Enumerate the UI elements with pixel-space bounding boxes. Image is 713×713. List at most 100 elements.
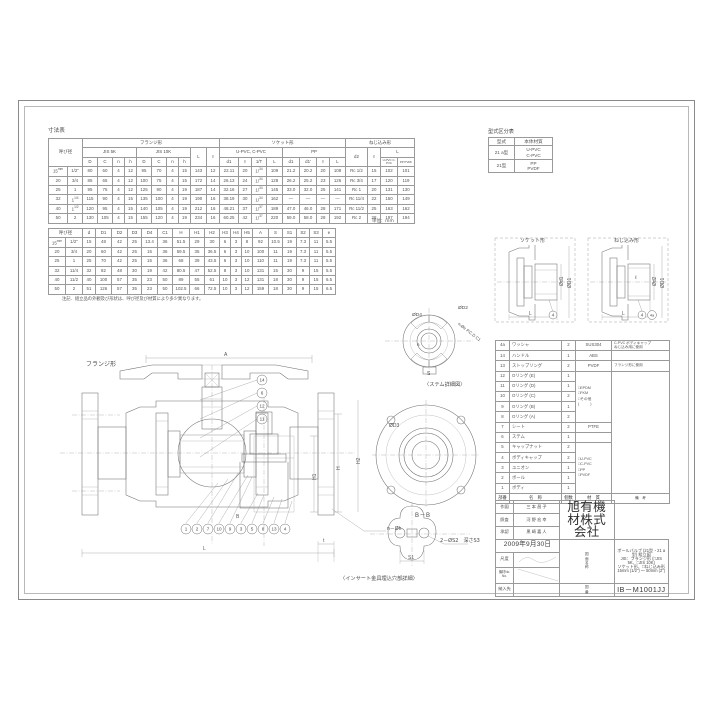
cell-D2: 42 <box>111 246 128 258</box>
th2-d: d <box>82 227 96 239</box>
cell-pd1: — <box>282 194 300 205</box>
th-5k-n: n <box>112 156 125 168</box>
cell-inch: 11/4 <box>65 265 83 276</box>
cell-d5k: 130 <box>82 213 98 224</box>
cell-n5k: 4 <box>112 203 125 215</box>
cell-mm: 20 <box>47 175 69 186</box>
th-L: L <box>190 147 207 168</box>
cell-S1: 19 <box>282 256 297 267</box>
cell-h5k: 15 <box>124 203 137 215</box>
cell-tL2: 119 <box>397 175 415 186</box>
cell-sd1: 48.21 <box>219 203 239 215</box>
cell-pd1: 26.2 <box>282 175 300 186</box>
cell-inch: 1/2" <box>65 237 83 248</box>
cell-D1: 60 <box>95 246 112 258</box>
bom-cell-qty: 2 <box>561 441 576 454</box>
cell-e: 5.5 <box>322 237 336 248</box>
cell-D1: 82 <box>95 265 112 276</box>
th2-A: A <box>252 227 269 239</box>
cell-sL: 128 <box>266 175 283 186</box>
cell-S2: 7.3 <box>296 256 310 267</box>
bom-cell-no: 10 <box>495 390 510 403</box>
cell-mm: 50 <box>48 284 66 295</box>
cell-type: 21 a型 <box>488 145 515 160</box>
bom-cell-no: 3 <box>495 462 510 474</box>
cell-sl: 24 <box>238 175 252 186</box>
n-hole-leader <box>331 508 386 532</box>
th2-S: S <box>268 227 283 239</box>
cell-H4: 3 <box>230 246 242 258</box>
bom-th-remark: 備 考 <box>611 492 670 505</box>
cell-H: 89 <box>172 274 190 286</box>
table-header-row: 呼び径 フランジ形 ソケット形 ねじ込み形 <box>48 137 415 168</box>
bom-cell-no: 6 <box>495 431 510 443</box>
th2-H: H <box>172 227 190 239</box>
cell-A: 100 <box>252 246 269 258</box>
cell-inch: 11/2 <box>65 274 83 286</box>
cell-S: 18 <box>268 284 283 295</box>
cell-H2: 72.5 <box>204 284 220 295</box>
cell-sd1: 38.19 <box>219 194 239 205</box>
bom-cell-no: 14 <box>495 350 510 362</box>
cell-n10k: 4 <box>166 184 179 196</box>
cell-l: 16 <box>206 194 220 205</box>
th-pp-L: L <box>329 156 346 168</box>
balloon-label-5: 5 <box>251 527 254 532</box>
th2-nominal: 呼び径 <box>48 227 83 239</box>
th-l: ℓ <box>206 147 220 168</box>
th-pp-d1: d1 <box>282 156 300 168</box>
cell-L: 187 <box>190 184 207 196</box>
th3-material: 本体材質 <box>514 136 553 147</box>
cell-tL2: 130 <box>397 184 415 196</box>
bom-cell-no: 4a <box>495 339 510 352</box>
balloon-13 <box>268 523 280 535</box>
cell-A: 159 <box>252 284 269 295</box>
cell-e: 5.5 <box>322 246 336 258</box>
cell-inch: 11/2 <box>67 203 83 215</box>
cell-n10k: 4 <box>166 213 179 224</box>
svg-text:A: A <box>224 352 228 358</box>
cell-d5k: 80 <box>82 166 98 177</box>
cell-mm: 32 <box>48 265 66 276</box>
cell-inch: 1 <box>65 256 83 267</box>
bom-cell-qty: 2 <box>561 390 576 403</box>
th2-H4: H4 <box>230 227 242 239</box>
cell-D1: 100 <box>95 274 112 286</box>
cell-L: 234 <box>190 213 207 224</box>
cell-S1: 19 <box>282 246 297 258</box>
bom-cell-name: ボディ <box>509 482 562 494</box>
cell-H: 102.5 <box>172 284 190 295</box>
cell-inch: 3/4 <box>65 246 83 258</box>
cell-pL: 192 <box>329 213 346 224</box>
cell-H3: 6 <box>219 237 231 248</box>
balloon-leader-12 <box>199 405 258 439</box>
cell-n5k: 4 <box>112 194 125 205</box>
table-header-row: JIS 5K JIS 10K L ℓ U-PVC, C-PVC PP d2 ℓ … <box>49 147 415 168</box>
cell-pd1: 59.0 <box>282 213 300 224</box>
cell-td2: Rc 1/2 <box>345 166 368 177</box>
bom-cell-no: 9 <box>495 401 510 413</box>
balloon-8 <box>257 523 269 535</box>
cell-d10k: 125 <box>136 184 152 196</box>
bom-cell-qty: 2 <box>561 421 576 433</box>
bom-cell-qty: 1 <box>561 350 576 362</box>
cell-inch: 2 <box>65 284 83 295</box>
cell-h10k: 19 <box>178 184 191 196</box>
cell-sl: 30 <box>238 194 252 205</box>
balloon-label-10: 10 <box>216 527 222 532</box>
tb-label-scale: 尺度 <box>495 551 514 568</box>
dim-2S2-label: 2－ØS2 深さS3 <box>440 538 480 544</box>
cell-tL1: 131 <box>380 184 398 196</box>
material-no-value <box>513 566 560 584</box>
bom-cell-material: PVDF <box>575 360 612 372</box>
cell-n5k: 4 <box>112 213 125 224</box>
balloon-leader-14 <box>199 379 258 401</box>
svg-text:4: 4 <box>552 313 555 318</box>
bom-cell-name: ユニオン <box>509 462 562 474</box>
th2-H5: H5 <box>241 227 253 239</box>
cell-h10k: 19 <box>178 203 191 215</box>
